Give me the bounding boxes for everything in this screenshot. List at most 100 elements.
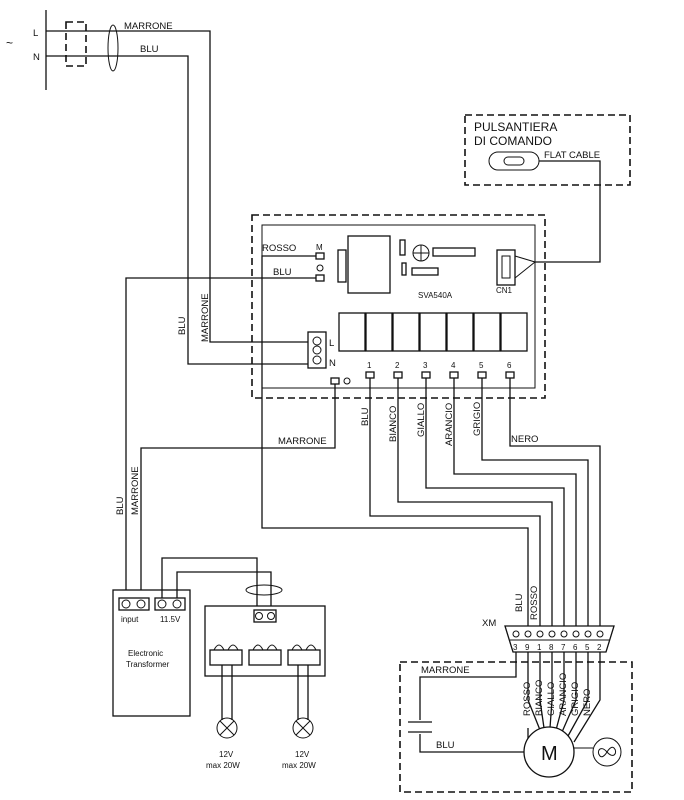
motor-pin-label-5: 7	[561, 643, 566, 652]
motor-pin-7	[584, 630, 592, 638]
relay-out-label-6: 6	[507, 361, 512, 370]
motor-pin-3	[536, 630, 544, 638]
board-cn1-plug	[514, 255, 537, 279]
relay-4	[419, 312, 447, 352]
lamp-1: 12V max 20W	[206, 717, 240, 770]
wire-grigio	[481, 378, 589, 632]
motor-winding-wires	[527, 652, 601, 743]
control-panel-title-1: PULSANTIERA	[474, 120, 557, 134]
terminal-m	[315, 252, 325, 260]
wire-blu-relay	[369, 378, 541, 632]
flat-cable-slot	[503, 156, 525, 166]
relay-out-1	[365, 371, 375, 379]
motor-wire-label-blu: BLU	[514, 593, 525, 612]
relay-out-label-1: 1	[367, 361, 372, 370]
relay-out-6	[505, 371, 515, 379]
relay-wire-label-nero: NERO	[511, 434, 538, 445]
transformer-in-screw-1	[121, 599, 131, 609]
wire-label-capacitor-marrone: MARRONE	[421, 665, 470, 676]
terminal-m-label: M	[316, 243, 323, 252]
motor-pin-4	[548, 630, 556, 638]
motor-pin-8	[596, 630, 604, 638]
neutral-label: N	[33, 52, 40, 63]
relay-out-label-4: 4	[451, 361, 456, 370]
fan-blades-icon	[597, 746, 617, 758]
motor-housing	[399, 661, 633, 793]
terminal-x-symbol	[316, 264, 324, 272]
ac-symbol: ~	[6, 36, 13, 50]
board-cn1-connector	[496, 249, 516, 286]
lamp-2: 12V max 20W	[282, 717, 316, 770]
transformer-out-screw-1	[157, 599, 167, 609]
wire-giallo	[425, 378, 565, 632]
motor-wire-label-grigio: GRIGIO	[570, 682, 581, 716]
motor-pin-label-8: 2	[597, 643, 602, 652]
motor-pin-label-2: 9	[525, 643, 530, 652]
wire-marrone-transformer	[140, 384, 336, 598]
wire-mains-l	[46, 30, 308, 343]
wire-nero	[509, 378, 601, 632]
transformer-box	[112, 589, 191, 717]
motor-pin-label-4: 8	[549, 643, 554, 652]
relay-wire-label-arancio: ARANCIO	[444, 403, 455, 446]
motor-pin-label-1: 3	[513, 643, 518, 652]
board-chip	[411, 267, 439, 276]
control-panel-box	[464, 114, 631, 186]
flat-cable-connector	[488, 151, 540, 171]
junction-out-3	[287, 649, 321, 666]
motor-wire-label-nero: NERO	[582, 689, 593, 716]
motor-connector-label: XM	[482, 618, 496, 629]
relay-6	[473, 312, 501, 352]
wire-lamp-2	[297, 665, 309, 720]
relay-out-5	[477, 371, 487, 379]
wire-rosso	[261, 255, 529, 632]
transformer-output-label: 11.5V	[160, 615, 181, 624]
junction-in-screw-1	[255, 612, 263, 620]
terminal-n-label: N	[329, 358, 336, 369]
wire-lamp-1	[221, 665, 233, 720]
relay-7	[500, 312, 528, 352]
wire-12v-b	[176, 571, 272, 610]
wire-label-blu-trans: BLU	[115, 496, 126, 515]
relay-out-2	[393, 371, 403, 379]
relay-wire-label-giallo: GIALLO	[416, 403, 427, 437]
motor-assembly: XM 3 9 1 8 7 6 5 2 MARRONE BLU R	[399, 618, 633, 793]
lamp-cable-sleeve	[245, 584, 283, 596]
capacitor	[408, 721, 432, 733]
terminal-l-label: L	[329, 338, 334, 349]
wire-flat-cable	[535, 160, 601, 263]
transformer-input-label: input	[121, 615, 139, 624]
lamp-1-cross-icon	[219, 720, 235, 736]
wire-label-marrone-trans: MARRONE	[130, 466, 141, 515]
relay-1	[338, 312, 366, 352]
board-resistor-2	[401, 262, 407, 276]
motor-wire-label-rosso: ROSSO	[529, 586, 540, 620]
board-ic	[432, 247, 476, 257]
transformer-out-screw-2	[172, 599, 182, 609]
motor-icon	[523, 726, 575, 778]
wire-label-blu-top: BLU	[140, 44, 159, 55]
lamp-2-power: max 20W	[282, 761, 316, 770]
motor-wire-label-giallo: GIALLO	[546, 682, 557, 716]
motor-connector	[504, 625, 615, 653]
wire-12v-a	[161, 557, 258, 610]
transformer-name-2: Transformer	[126, 660, 170, 669]
junction-out-2	[248, 649, 282, 666]
board-fuse-cross	[413, 245, 429, 261]
terminal-light-x	[343, 377, 351, 385]
motor-pin-label-7: 5	[585, 643, 590, 652]
motor-pin-2	[524, 630, 532, 638]
lamp-1-power: max 20W	[206, 761, 240, 770]
board-component-1	[337, 249, 347, 283]
terminal-blu	[315, 274, 325, 282]
motor-symbol: M	[541, 743, 558, 765]
relay-out-4	[449, 371, 459, 379]
board-model: SVA540A	[418, 291, 453, 300]
terminal-screw-mid	[312, 345, 322, 355]
fan-icon	[592, 737, 622, 767]
relay-5	[446, 312, 474, 352]
motor-pin-1	[512, 630, 520, 638]
relay-wire-label-grigio: GRIGIO	[472, 402, 483, 436]
relay-wire-label-blu: BLU	[360, 407, 371, 426]
